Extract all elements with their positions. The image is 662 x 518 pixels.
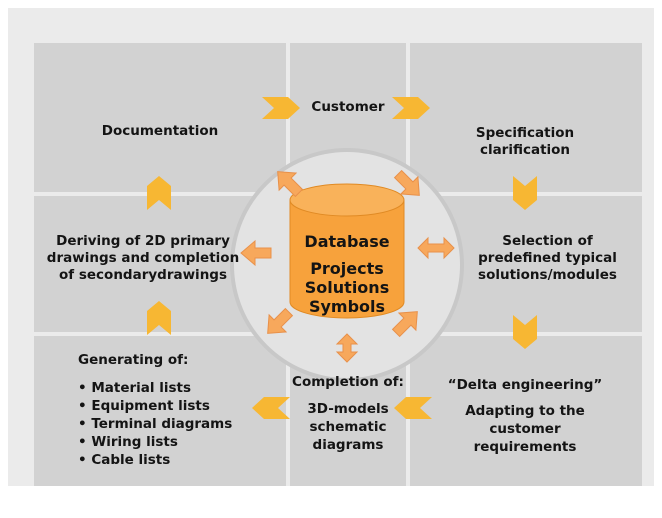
cell-bottom-right: [410, 336, 642, 486]
database-cylinder: [289, 183, 405, 319]
list-item: Wiring lists: [78, 433, 232, 451]
arrow-up-right-icon: [391, 311, 418, 338]
double-arrow-horizontal-icon: [417, 236, 455, 260]
delta-line4: requirements: [473, 439, 577, 455]
chevron-left-icon: [394, 397, 432, 419]
list-item: Cable lists: [78, 451, 232, 469]
delta-line2: Adapting to the: [465, 403, 585, 419]
selection-label-line3: solutions/modules: [478, 267, 617, 283]
list-item: Equipment lists: [78, 397, 232, 415]
deriving-label-line2: drawings and completion: [46, 250, 240, 266]
arrow-up-left-icon: [277, 171, 304, 198]
solutions-label: Solutions: [304, 278, 390, 297]
chevron-down-icon: [513, 176, 537, 210]
generating-title: Generating of:: [78, 352, 189, 368]
deriving-label-line3: of secondarydrawings: [59, 267, 227, 283]
symbols-label: Symbols: [308, 297, 386, 316]
list-item: Terminal diagrams: [78, 415, 232, 433]
customer-label: Customer: [311, 99, 385, 115]
documentation-label: Documentation: [101, 123, 219, 139]
specification-label-line2: clarification: [479, 142, 571, 158]
arrow-left-icon: [240, 239, 272, 267]
selection-label-line2: predefined typical: [478, 250, 617, 266]
chevron-up-icon: [147, 301, 171, 335]
double-arrow-vertical-icon: [335, 333, 359, 363]
chevron-right-icon: [262, 97, 300, 119]
chevron-right-icon: [392, 97, 430, 119]
selection-label-line1: Selection of: [502, 233, 593, 249]
cell-top-right: [410, 43, 642, 192]
deriving-label-line1: Deriving of 2D primary: [56, 233, 230, 249]
completion-title: Completion of:: [292, 374, 404, 390]
specification-label-line1: Specification: [475, 125, 575, 141]
delta-title: “Delta engineering”: [447, 377, 603, 393]
completion-line3: schematic: [309, 419, 387, 435]
chevron-left-icon: [252, 397, 290, 419]
cell-top-left: [34, 43, 286, 192]
completion-line4: diagrams: [312, 437, 384, 453]
arrow-down-left-icon: [267, 307, 294, 334]
chevron-down-icon: [513, 315, 537, 349]
projects-label: Projects: [310, 259, 384, 278]
chevron-up-icon: [147, 176, 171, 210]
completion-line2: 3D-models: [307, 401, 389, 417]
delta-line3: customer: [489, 421, 561, 437]
generating-list: Material lists Equipment lists Terminal …: [78, 379, 232, 469]
list-item: Material lists: [78, 379, 232, 397]
database-label: Database: [304, 232, 390, 251]
arrow-down-right-icon: [393, 169, 420, 196]
